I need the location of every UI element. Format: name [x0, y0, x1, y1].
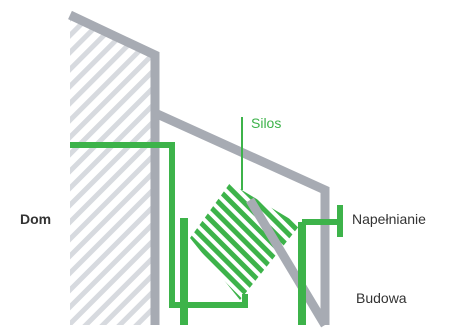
support-beam: [246, 197, 329, 328]
silo-body: [190, 183, 300, 300]
silo-label: Silos: [251, 115, 282, 131]
filling-label: Napełnianie: [352, 211, 426, 227]
feed-pipe: [70, 142, 248, 308]
house-roof-line: [68, 10, 160, 325]
house-label: Dom: [20, 211, 52, 227]
building-outline: [68, 10, 330, 325]
house-wall-hatch: [70, 15, 155, 325]
building-roof-line: [153, 108, 330, 325]
green-piping: [70, 117, 343, 325]
building-label: Budowa: [356, 290, 407, 306]
